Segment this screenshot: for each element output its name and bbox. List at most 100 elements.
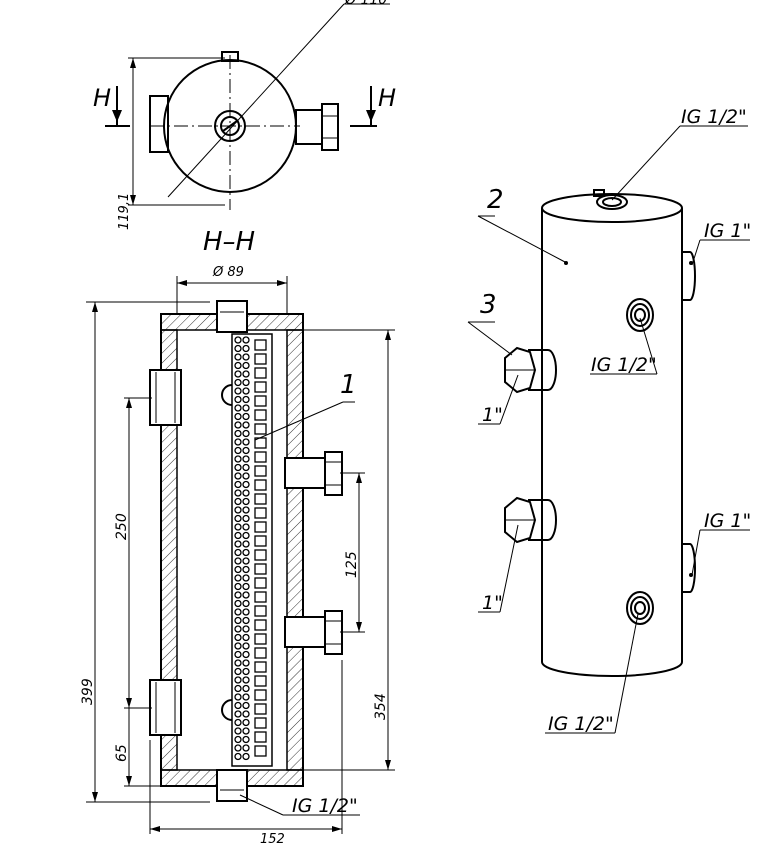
mesh-hole	[234, 523, 242, 531]
mesh-slot	[254, 521, 267, 533]
mesh-hole	[242, 378, 250, 387]
mesh-hole	[234, 480, 242, 489]
mesh-hole	[234, 514, 242, 523]
mesh-hole	[242, 718, 250, 727]
mesh-hole	[242, 540, 250, 548]
mesh-hole	[234, 438, 242, 446]
mesh-hole	[234, 429, 242, 438]
top-view: H H Ø 110 119,1	[93, 0, 396, 230]
mesh-hole	[234, 574, 242, 582]
mesh-hole	[242, 421, 250, 429]
mesh-hole	[242, 531, 250, 540]
mesh-hole	[242, 574, 250, 582]
mesh-hole	[234, 472, 242, 480]
mesh-hole	[234, 718, 242, 727]
upper-front-port-label: IG 1/2"	[591, 354, 657, 376]
mesh-slot	[254, 689, 267, 701]
mesh-hole	[242, 684, 250, 693]
mesh-hole	[242, 744, 250, 752]
mesh-hole	[234, 378, 242, 387]
mesh-slot	[254, 591, 267, 603]
plug-upper	[504, 346, 557, 394]
mesh-hole	[242, 463, 250, 472]
mesh-slot	[254, 577, 267, 589]
mesh-slot	[254, 479, 267, 491]
mesh-hole	[242, 446, 250, 455]
mesh-hole	[242, 591, 250, 599]
mesh-hole	[234, 463, 242, 472]
mesh-hole	[234, 336, 242, 344]
mesh-hole	[242, 659, 250, 667]
mesh-slot	[254, 619, 267, 631]
mesh-hole	[234, 387, 242, 395]
mesh-hole	[242, 667, 250, 676]
mesh-hole	[242, 625, 250, 633]
mesh-hole	[234, 591, 242, 599]
upper-side-port-label: IG 1"	[704, 220, 751, 242]
outlet-spacing-dim: 125	[344, 551, 360, 578]
mesh-hole	[242, 608, 250, 616]
section-mark-left: H	[93, 84, 111, 112]
mesh-slot	[254, 647, 267, 659]
mesh-slot	[254, 731, 267, 743]
mesh-hole	[234, 684, 242, 693]
mesh-hole	[242, 650, 250, 659]
mesh-hole	[234, 608, 242, 616]
mesh-hole	[234, 693, 242, 701]
mesh-slot	[254, 339, 267, 351]
mesh-hole	[234, 616, 242, 625]
mesh-hole	[234, 497, 242, 506]
mesh-hole	[242, 387, 250, 395]
mesh-hole	[234, 752, 242, 761]
overall-height-dim: 399	[80, 678, 96, 705]
mesh-hole	[242, 557, 250, 565]
right-outlet-upper	[284, 451, 343, 496]
mesh-hole	[234, 625, 242, 633]
mesh-hole	[242, 361, 250, 370]
right-outlet-lower	[284, 610, 343, 655]
mesh-slot	[254, 633, 267, 645]
callout-mesh: 1	[340, 370, 357, 400]
mesh-hole	[234, 446, 242, 455]
plug-lower-thread: 1"	[482, 592, 503, 614]
mesh-slot	[254, 717, 267, 729]
mesh-hole	[234, 361, 242, 370]
mesh-hole	[234, 735, 242, 744]
mesh-insert	[231, 333, 273, 767]
mesh-hole	[234, 421, 242, 429]
mesh-hole	[234, 489, 242, 497]
mesh-hole	[234, 599, 242, 608]
mesh-hole	[242, 752, 250, 761]
mesh-hole	[242, 548, 250, 557]
plug-upper-thread: 1"	[482, 404, 503, 426]
mesh-hole	[242, 429, 250, 438]
mesh-slot	[254, 451, 267, 463]
body-height-dim: 354	[373, 693, 389, 720]
mesh-hole	[242, 438, 250, 446]
inner-diameter-label: Ø 89	[212, 265, 244, 280]
mesh-hole	[242, 582, 250, 591]
mesh-hole	[242, 693, 250, 701]
mesh-hole	[242, 455, 250, 463]
iso-view: 2 3 IG 1/2" IG 1" IG 1/2" IG 1" IG 1/2" …	[467, 106, 751, 735]
mesh-hole	[242, 506, 250, 514]
mesh-hole	[234, 557, 242, 565]
mesh-hole	[234, 650, 242, 659]
mesh-hole	[234, 676, 242, 684]
mesh-hole	[234, 395, 242, 404]
section-mark-right: H	[378, 84, 396, 112]
mesh-hole	[242, 353, 250, 361]
mesh-slot	[254, 745, 267, 757]
mesh-slot	[254, 549, 267, 561]
mesh-hole	[234, 531, 242, 540]
section-view: Ø 89	[80, 265, 395, 847]
mesh-hole	[234, 455, 242, 463]
callout-plug: 3	[480, 290, 497, 320]
lower-side-port-label: IG 1"	[704, 510, 751, 532]
section-title: H–H	[203, 227, 255, 257]
mesh-hole	[234, 506, 242, 514]
mesh-hole	[242, 370, 250, 378]
mesh-hole	[242, 480, 250, 489]
mesh-hole	[234, 710, 242, 718]
